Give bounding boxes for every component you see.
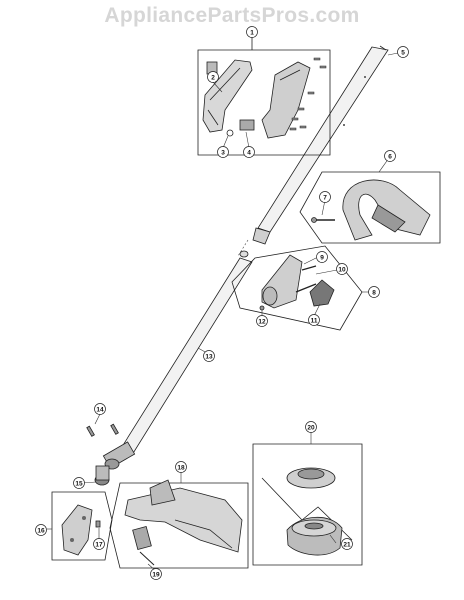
callout-9: 9 [316,251,328,263]
callout-2: 2 [207,71,219,83]
callout-3: 3 [217,146,229,158]
leader-lines [47,52,399,572]
callout-4: 4 [243,146,255,158]
callout-label: 19 [152,571,160,578]
callout-label: 2 [211,74,215,81]
box-loop-handle [299,171,441,244]
callout-label: 1 [250,29,254,36]
callout-16: 16 [35,524,47,536]
callout-label: 11 [311,317,318,324]
box-handle-assembly [197,36,331,156]
callout-label: 6 [388,153,392,160]
callout-label: 15 [75,480,83,487]
callout-14: 14 [94,403,106,415]
callout-label: 8 [372,289,376,296]
callout-11: 11 [308,314,320,326]
callout-5: 5 [397,46,409,58]
box-clamp-assembly [231,245,363,331]
box-guard-bracket [51,491,113,561]
callout-label: 18 [177,464,185,471]
callout-label: 20 [307,424,315,431]
box-trimmer-head [252,443,363,566]
callout-1: 1 [246,26,258,38]
callout-label: 14 [96,406,104,413]
callout-12: 12 [256,315,268,327]
callout-20: 20 [305,421,317,433]
callout-label: 7 [323,194,327,201]
callout-label: 5 [401,49,405,56]
watermark: AppliancePartsPros.com [104,4,360,27]
callout-6: 6 [384,150,396,162]
callout-label: 3 [221,149,225,156]
callout-10: 10 [336,263,348,275]
callout-label: 13 [205,353,213,360]
callout-label: 10 [338,266,346,273]
callout-label: 16 [37,527,45,534]
upper-shaft [252,45,389,245]
callout-label: 9 [320,254,324,261]
callout-18: 18 [175,461,187,473]
shaft-coupler [237,239,249,258]
callout-15: 15 [73,477,85,489]
callout-19: 19 [150,568,162,580]
screws-item-14 [86,423,119,437]
callout-label: 4 [247,149,251,156]
callout-label: 17 [95,541,103,548]
callout-7: 7 [319,191,331,203]
callout-8: 8 [368,286,380,298]
callout-label: 12 [258,318,266,325]
callout-13: 13 [203,350,215,362]
callout-17: 17 [93,538,105,550]
box-grass-guard [109,479,249,569]
callout-21: 21 [341,538,353,550]
lower-shaft [94,257,253,486]
callout-label: 21 [343,541,351,548]
